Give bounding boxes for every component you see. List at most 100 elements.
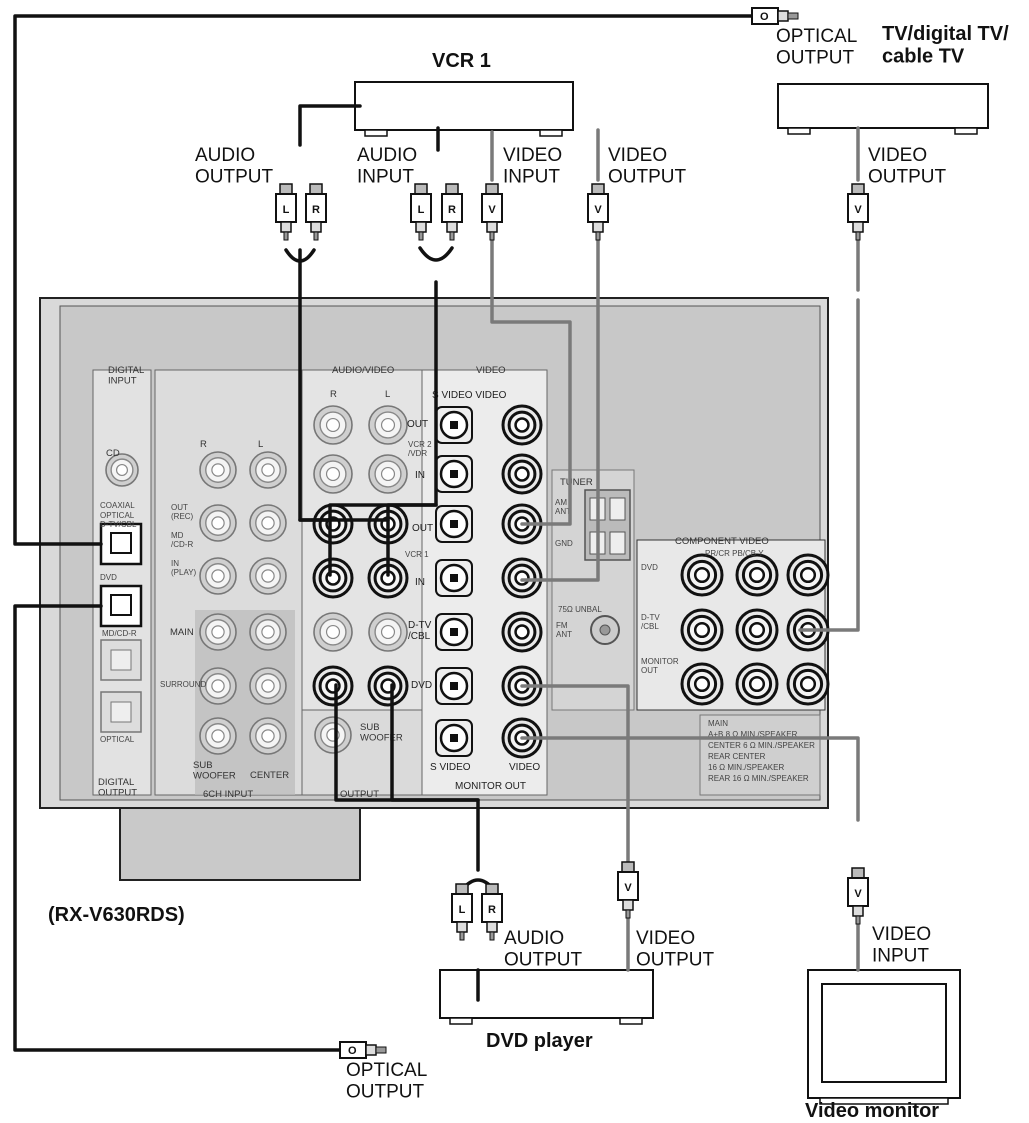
svg-text:V: V [854, 204, 862, 216]
svg-text:V: V [854, 888, 862, 900]
plug-tv-video-out: V [847, 183, 869, 241]
panel-svideo: S VIDEO [430, 762, 471, 773]
svg-text:V: V [594, 204, 602, 216]
speaker-label-line: REAR CENTER [708, 752, 766, 761]
svideo-jack [435, 667, 473, 705]
vcr-device [354, 81, 574, 137]
svg-text:R: R [488, 904, 496, 916]
svideo-jack [435, 455, 473, 493]
plug-vcr-video-out: V [587, 183, 609, 241]
panel-cd: CD [106, 448, 120, 459]
plug-vcr-audio-out-r: R [305, 183, 327, 241]
receiver-model: (RX-V630RDS) [48, 904, 185, 926]
svg-text:L: L [283, 204, 290, 216]
six-ch-jack [249, 557, 287, 595]
svg-text:R: R [448, 204, 456, 216]
plug-vcr-audio-out-l: L [275, 183, 297, 241]
audio-jack-r [313, 405, 353, 445]
svideo-monitor-jack [435, 719, 473, 757]
svg-text:O: O [760, 11, 769, 23]
video-jack [501, 404, 543, 446]
component-jack [735, 662, 779, 706]
subwoofer-output-jack [314, 716, 352, 754]
speaker-label-line: REAR 16 Ω MIN./SPEAKER [708, 774, 809, 783]
component-jack [680, 553, 724, 597]
panel-output: OUTPUT [340, 789, 379, 800]
dvd-device [439, 969, 654, 1025]
speaker-label-line: CENTER 6 Ω MIN./SPEAKER [708, 741, 815, 750]
panel-in2: IN [415, 577, 425, 588]
panel-in1: IN [415, 470, 425, 481]
component-jack [735, 553, 779, 597]
vcr-title: VCR 1 [432, 50, 491, 72]
plug-vcr-audio-in-l: L [410, 183, 432, 241]
panel-audio-video: AUDIO/VIDEO [332, 365, 394, 376]
speaker-label-line: 16 Ω MIN./SPEAKER [708, 763, 784, 772]
video-monitor-device [807, 969, 961, 1105]
diagram-labels: VCR 1 TV/digital TV/cable TV DVD player … [48, 23, 1009, 1122]
panel-md-out: OUT(REC) [171, 503, 194, 521]
video-jack [501, 453, 543, 495]
panel-center: CENTER [250, 770, 289, 781]
plug-monitor-video-in: V [847, 867, 869, 925]
svg-text:V: V [488, 204, 496, 216]
panel-ch-r: R [330, 389, 337, 400]
panel-comp-dtv: D-TV/CBL [641, 613, 660, 631]
svideo-jack [435, 613, 473, 651]
audio-jack-r [313, 454, 353, 494]
video-jack [501, 557, 543, 599]
gray-cables [490, 126, 860, 972]
six-ch-jack [199, 717, 237, 755]
panel-unbal: 75Ω UNBAL [558, 605, 602, 614]
panel-svideo-video: S VIDEO VIDEO [432, 390, 507, 401]
component-jack [680, 662, 724, 706]
optical-jacks [99, 522, 143, 733]
audio-jack-l [367, 665, 409, 707]
svideo-jack [435, 406, 473, 444]
speaker-label-line: MAIN [708, 719, 728, 728]
panel-md-in: IN(PLAY) [171, 559, 197, 577]
panel-gnd: GND [555, 539, 573, 548]
panel-ch-l6: L [258, 439, 263, 450]
panel-video-mon: VIDEO [509, 762, 540, 773]
component-jack [735, 608, 779, 652]
panel-optical: OPTICAL [100, 735, 135, 744]
audio-jack-l [368, 612, 408, 652]
component-jack [680, 608, 724, 652]
panel-comp-dvd: DVD [641, 563, 658, 572]
audio-jack-l [368, 405, 408, 445]
panel-out2: OUT [412, 523, 433, 534]
panel-ch-r6: R [200, 439, 207, 450]
black-cables [13, 14, 754, 1052]
panel-out1: OUT [407, 419, 428, 430]
six-ch-jack [199, 557, 237, 595]
coaxial-jack-cd [105, 453, 139, 487]
panel-ch-l: L [385, 389, 390, 400]
plug-vcr-audio-in-r: R [441, 183, 463, 241]
panel-tuner: TUNER [560, 477, 593, 488]
panel-6ch-input: 6CH INPUT [203, 789, 253, 800]
audio-jack-r [313, 612, 353, 652]
panel-pr-pb-y: PR/CR PB/CB Y [705, 549, 764, 558]
audio-jack-l [367, 557, 409, 599]
panel-dtv: D-TV/CBL [408, 620, 432, 642]
six-ch-jack [199, 504, 237, 542]
panel-component-video: COMPONENT VIDEO [675, 536, 769, 547]
